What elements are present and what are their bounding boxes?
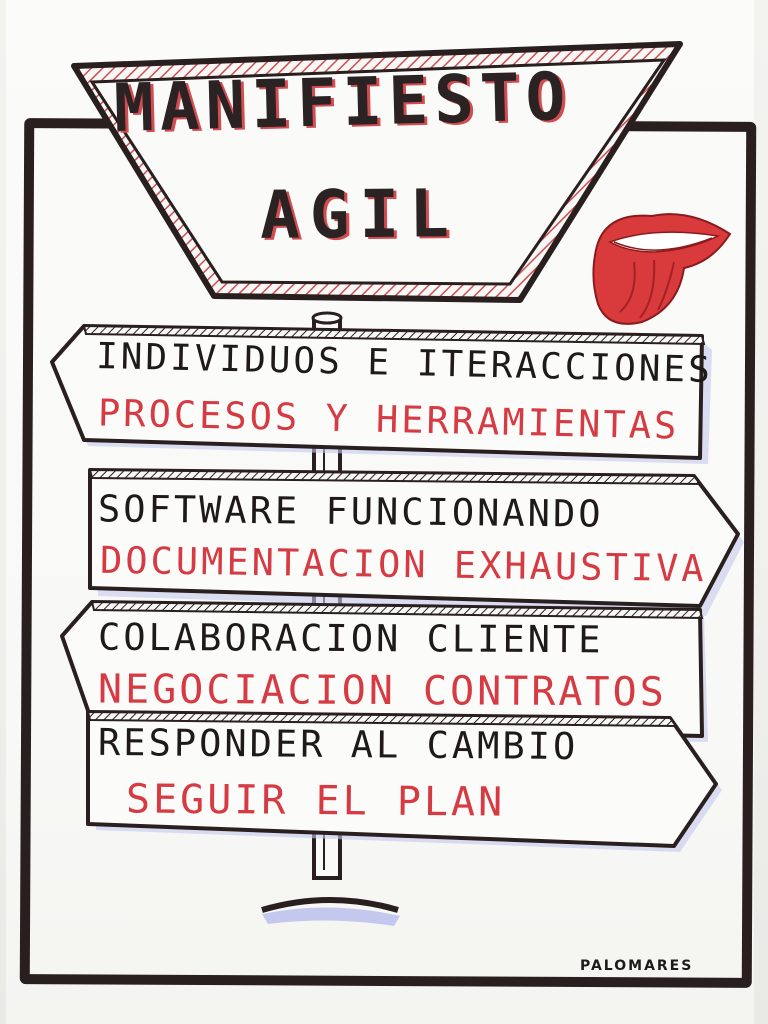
rolling-stones-tongue-icon [592, 213, 732, 325]
sign-board-2 [88, 468, 744, 616]
sign-2-valued-text: SOFTWARE FUNCIONANDO [97, 487, 604, 536]
sign-3-valued-text: COLABORACION CLIENTE [97, 615, 604, 662]
poster-title-line-2: AGIL [259, 175, 460, 254]
sign-board-4 [86, 710, 722, 852]
sign-3-over-text: NEGOCIACION CONTRATOS [97, 666, 667, 716]
sign-2-over-text: DOCUMENTACION EXHAUSTIVA [99, 538, 707, 591]
sign-board-3 [60, 600, 708, 742]
author-signature: PALOMARES [580, 958, 694, 974]
sign-4-valued-text: RESPONDER AL CAMBIO [97, 720, 579, 769]
sign-board-1 [50, 324, 712, 464]
poster-title-line-1: MANIFIESTO [113, 58, 573, 147]
sign-4-over-text: SEGUIR EL PLAN [125, 776, 506, 826]
title-banner [71, 41, 683, 303]
